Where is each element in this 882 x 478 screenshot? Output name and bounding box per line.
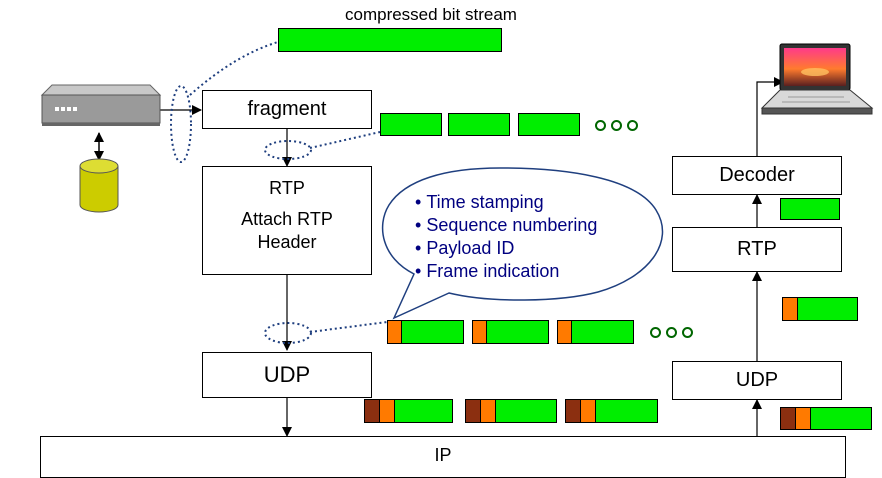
- ip-box: IP: [40, 436, 846, 478]
- udp-header-block: [780, 407, 796, 430]
- rtp-header-block: [472, 320, 487, 344]
- rtp-sender-box: RTP Attach RTP Header: [202, 166, 372, 275]
- database-cylinder-icon: [78, 158, 120, 214]
- stream-title: compressed bit stream: [345, 5, 517, 24]
- compressed-bitstream-bar: [278, 28, 502, 52]
- ellipsis-dot: [627, 120, 638, 131]
- ellipsis-dot: [611, 120, 622, 131]
- ellipsis-dot: [650, 327, 661, 338]
- fragment-label: fragment: [247, 98, 327, 120]
- rtp-sender-sub1: Attach RTP: [241, 209, 333, 229]
- fragment-packet-3: [518, 113, 580, 136]
- rtp-receiver-box: RTP: [672, 227, 842, 272]
- rtp-payload-block: [401, 320, 464, 344]
- device-dotted-ellipse: [170, 85, 192, 163]
- rtp-header-block: [580, 399, 596, 423]
- server-device-icon: [40, 83, 162, 128]
- rtp-payload-block: [486, 320, 549, 344]
- rtp-header-block: [782, 297, 798, 321]
- udp-payload-block: [394, 399, 453, 423]
- bubble-item-sequence-numbering: Sequence numbering: [415, 214, 597, 237]
- udp-sender-box: UDP: [202, 352, 372, 398]
- rtp-header-block: [557, 320, 572, 344]
- udp-payload-block: [595, 399, 658, 423]
- rtp-sender-title: RTP: [269, 178, 305, 198]
- ellipsis-dot: [666, 327, 677, 338]
- rtp-dotted-link: [309, 321, 388, 333]
- decoded-payload-block: [780, 198, 840, 220]
- bubble-item-frame-indication: Frame indication: [415, 260, 597, 283]
- fragment-box: fragment: [202, 90, 372, 129]
- rtp-features-list: Time stamping Sequence numbering Payload…: [415, 191, 597, 283]
- decoder-label: Decoder: [719, 164, 795, 186]
- rtp-header-block: [480, 399, 496, 423]
- ellipsis-dot: [595, 120, 606, 131]
- udp-header-block: [364, 399, 380, 423]
- fragment-packet-2: [448, 113, 510, 136]
- udp-receiver-label: UDP: [735, 369, 779, 391]
- udp-sender-label: UDP: [263, 362, 311, 387]
- udp-payload-block: [495, 399, 557, 423]
- rtp-sender-sub2: Header: [257, 232, 317, 252]
- rtp-header-block: [795, 407, 811, 430]
- bubble-item-payload-id: Payload ID: [415, 237, 597, 260]
- fragment-dotted-link: [309, 131, 381, 149]
- rtp-header-block: [387, 320, 402, 344]
- rtp-payload-block: [797, 297, 858, 321]
- fragment-packet-1: [380, 113, 442, 136]
- rtp-receiver-label: RTP: [737, 238, 777, 260]
- udp-header-block: [565, 399, 581, 423]
- decoder-to-laptop-arrow: [756, 77, 784, 156]
- decoder-box: Decoder: [672, 156, 842, 195]
- rtp-header-block: [379, 399, 395, 423]
- laptop-icon: [758, 42, 876, 118]
- rtp-dotted-ellipse: [264, 322, 312, 344]
- udp-receiver-box: UDP: [672, 361, 842, 400]
- rtp-payload-block: [571, 320, 634, 344]
- udp-payload-block: [810, 407, 872, 430]
- udp-header-block: [465, 399, 481, 423]
- ellipsis-dot: [682, 327, 693, 338]
- stream-dotted-link: [189, 41, 279, 96]
- bubble-item-time-stamping: Time stamping: [415, 191, 597, 214]
- fragment-dotted-ellipse: [264, 140, 312, 160]
- ip-label: IP: [434, 445, 452, 465]
